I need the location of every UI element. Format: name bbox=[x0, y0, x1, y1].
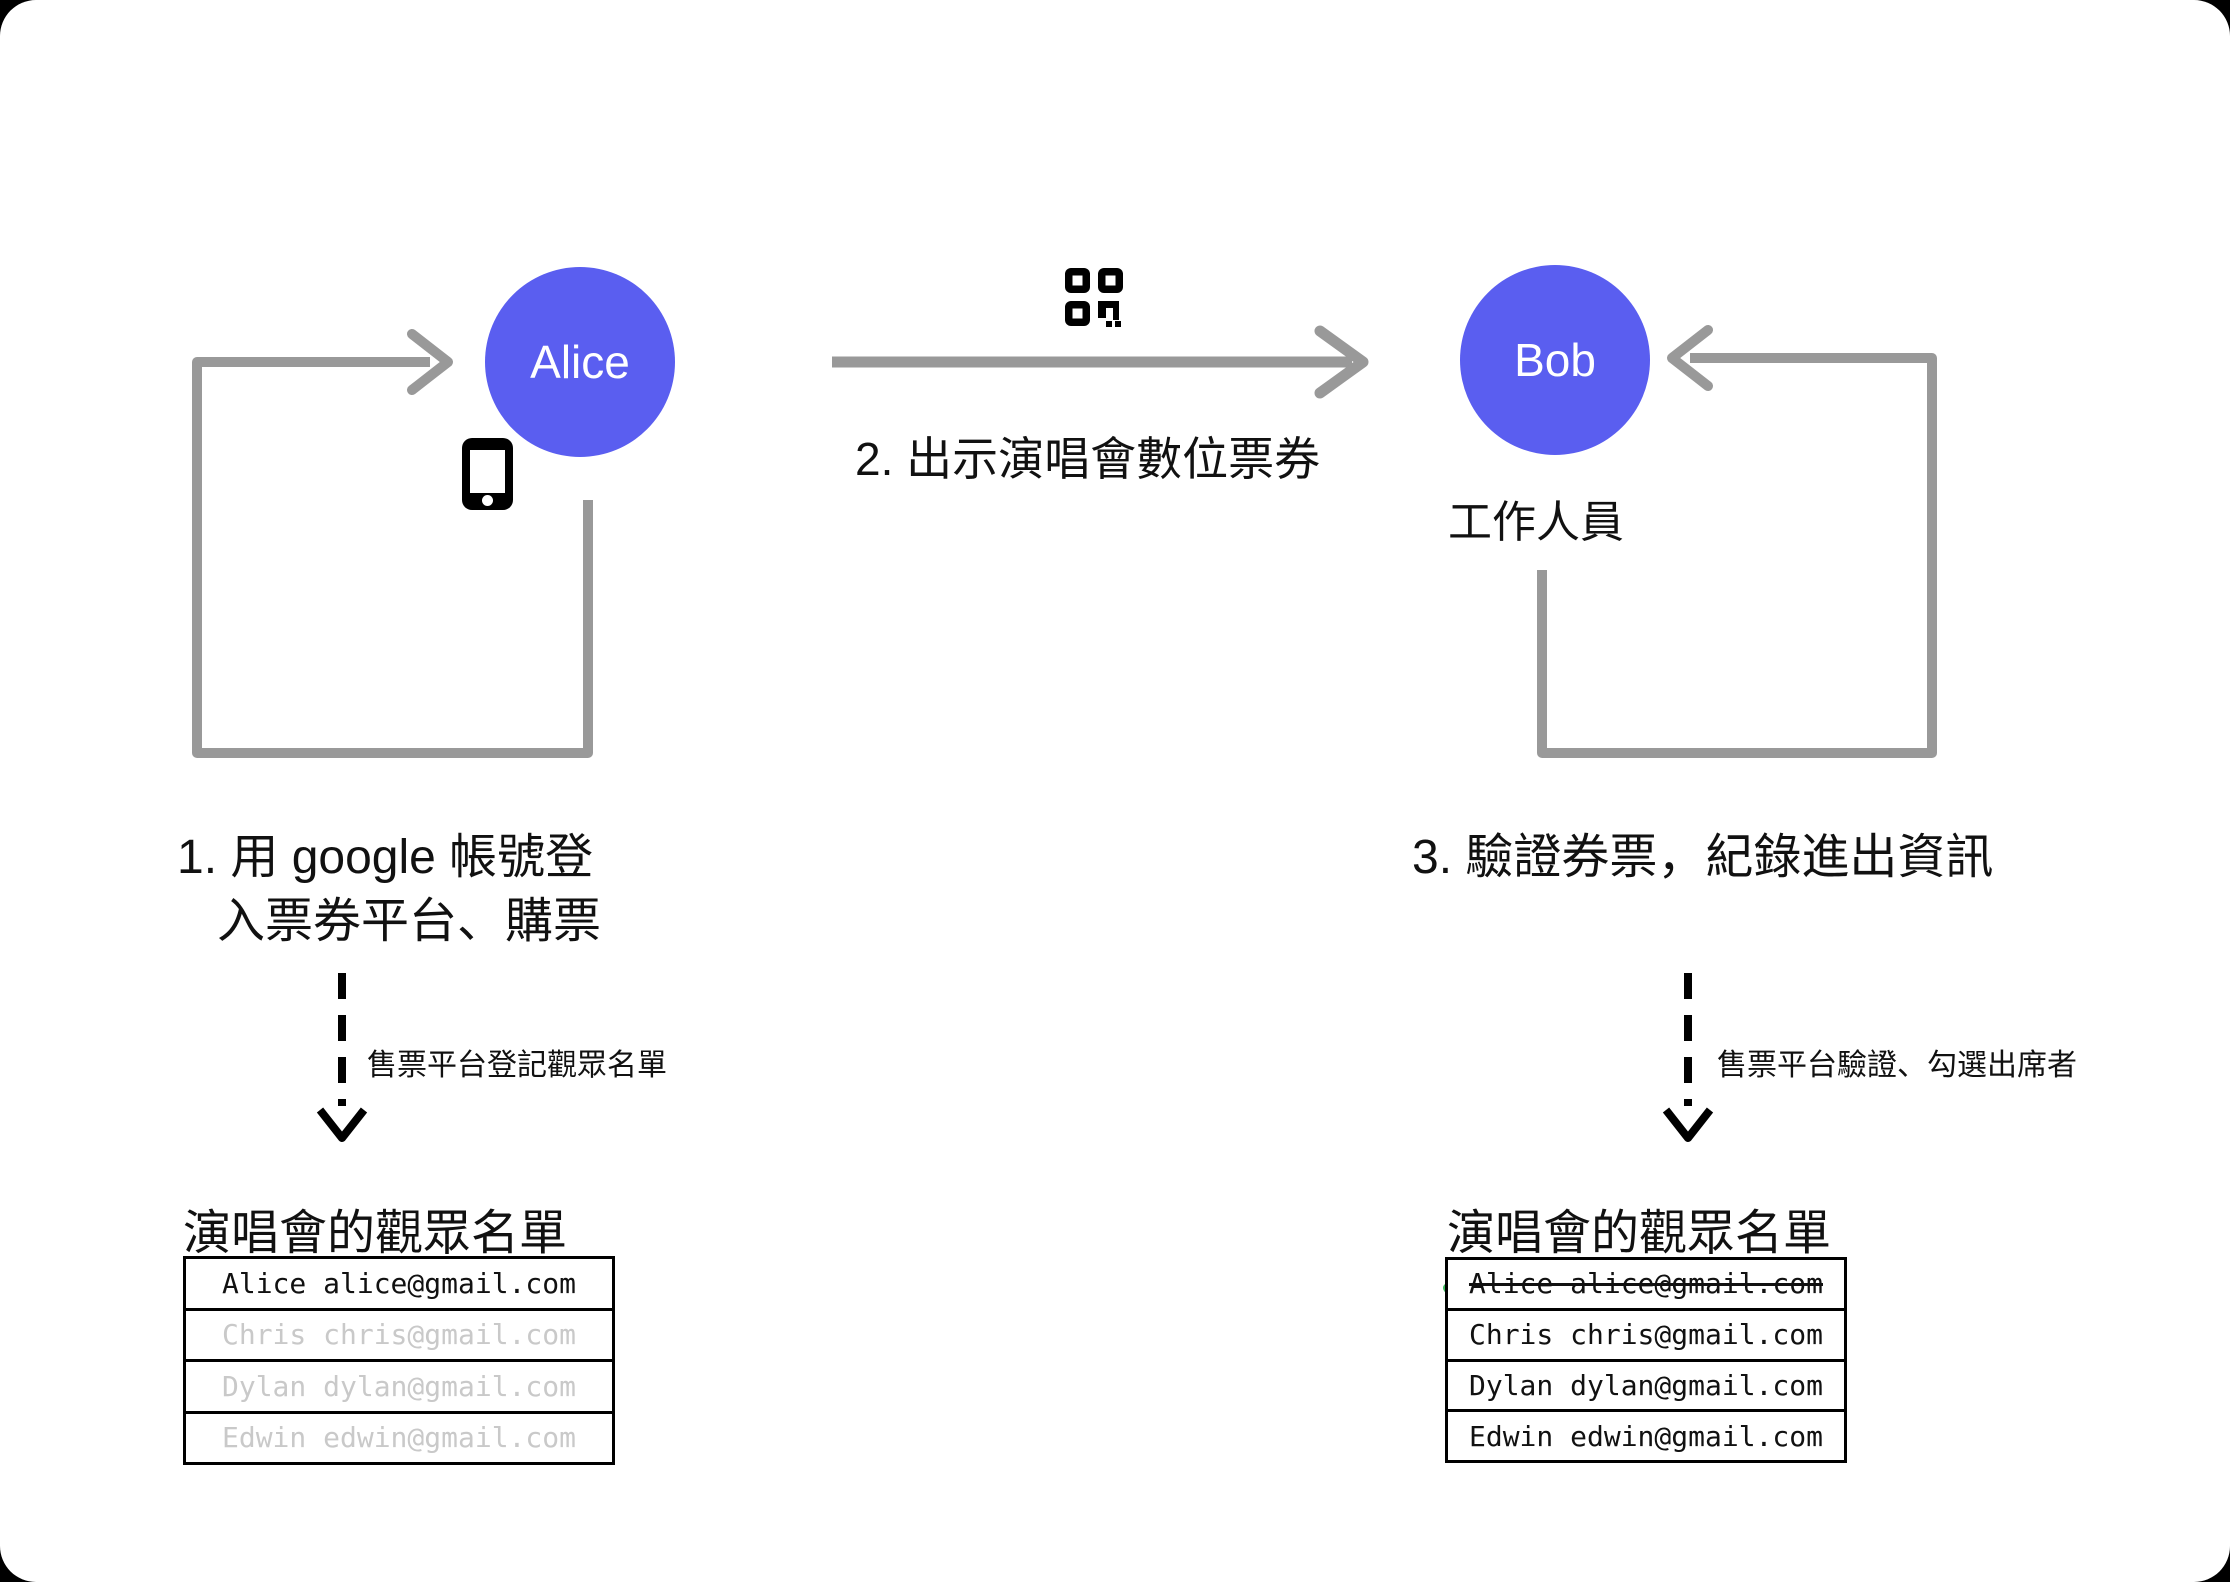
list-row: Dylan dylan@gmail.com bbox=[186, 1362, 612, 1414]
step2-label: 2. 出示演唱會數位票券 bbox=[855, 433, 1321, 485]
left-dashed-annotation: 售票平台登記觀眾名單 bbox=[367, 1049, 667, 1082]
list-row: Edwin edwin@gmail.com bbox=[221, 1421, 576, 1455]
ticket-presentation-arrow bbox=[832, 325, 1369, 399]
left-dashed-arrow bbox=[316, 973, 368, 1142]
list-row: Dylan dylan@gmail.com bbox=[1448, 1362, 1844, 1413]
step1-line1: 1. 用 google 帳號登 bbox=[177, 831, 594, 884]
step1-line2: 入票券平台、購票 bbox=[217, 895, 602, 948]
actor-alice-label: Alice bbox=[530, 336, 630, 388]
right-dashed-annotation: 售票平台驗證、勾選出席者 bbox=[1717, 1049, 2077, 1082]
right-audience-list: Alice alice@gmail.com Chris chris@gmail.… bbox=[1445, 1257, 1847, 1463]
left-audience-list: Alice alice@gmail.com Chris chris@gmail.… bbox=[183, 1256, 615, 1465]
list-row: Alice alice@gmail.com bbox=[186, 1259, 612, 1311]
qr-code-icon bbox=[1065, 268, 1123, 327]
list-row: Chris chris@gmail.com bbox=[1448, 1311, 1844, 1362]
actor-bob-label: Bob bbox=[1514, 334, 1596, 386]
list-row: Edwin edwin@gmail.com bbox=[1468, 1419, 1823, 1453]
step3-label: 3. 驗證券票，紀錄進出資訊 bbox=[1412, 831, 1994, 884]
list-row: Alice alice@gmail.com bbox=[1448, 1260, 1844, 1311]
actor-bob: Bob bbox=[1460, 265, 1650, 455]
smartphone-icon bbox=[462, 438, 513, 510]
list-row: Chris chris@gmail.com bbox=[186, 1311, 612, 1362]
step1-label: 1. 用 google 帳號登 入票券平台、購票 bbox=[177, 826, 601, 954]
right-dashed-arrow bbox=[1662, 973, 1714, 1142]
bob-role-label: 工作人員 bbox=[1448, 498, 1624, 547]
actor-alice: Alice bbox=[485, 267, 675, 457]
left-list-title: 演唱會的觀眾名單 bbox=[183, 1207, 568, 1260]
right-list-title: 演唱會的觀眾名單 bbox=[1447, 1207, 1832, 1260]
